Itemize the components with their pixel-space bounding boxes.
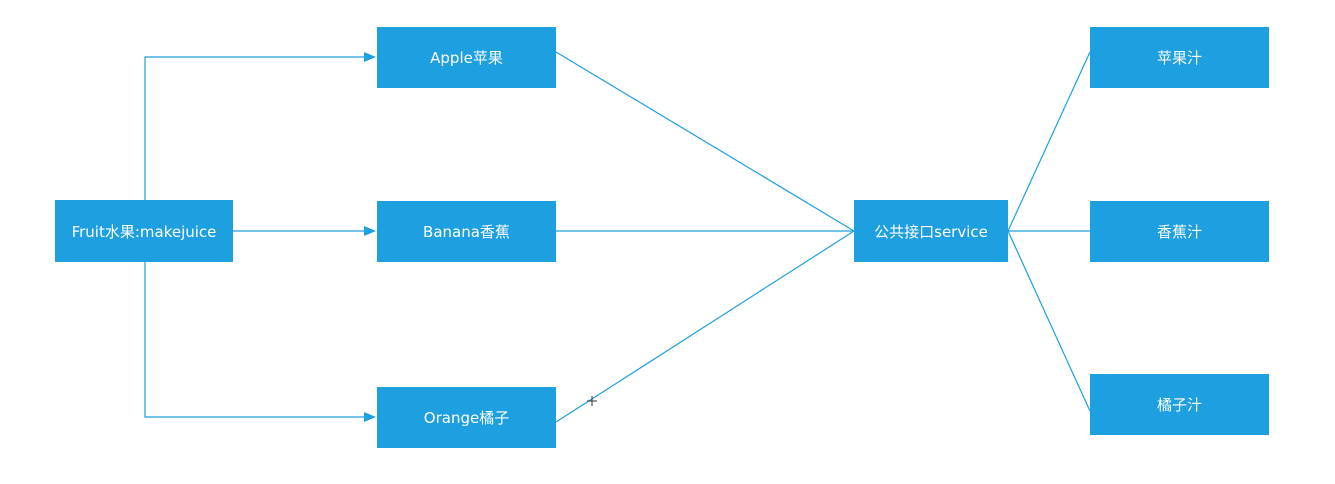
edge-fruit-to-orange: [144, 262, 376, 422]
node-orange-juice-label: 橘子汁: [1156, 396, 1202, 414]
node-orange[interactable]: Orange橘子: [377, 387, 556, 448]
node-orange-label: Orange橘子: [423, 409, 510, 427]
node-fruit-label: Fruit水果:makejuice: [71, 222, 217, 241]
node-fruit[interactable]: Fruit水果:makejuice: [55, 200, 233, 262]
edge-apple-to-service: [555, 51, 855, 232]
node-apple[interactable]: Apple苹果: [377, 27, 556, 88]
edge-service-to-orange-juice: [1007, 230, 1091, 412]
edge-service-to-apple-juice: [1007, 51, 1091, 232]
node-banana-juice[interactable]: 香蕉汁: [1090, 201, 1269, 262]
node-banana[interactable]: Banana香蕉: [377, 201, 556, 262]
node-service-label: 公共接口service: [874, 222, 988, 241]
edge-orange-to-service: [555, 230, 855, 423]
node-apple-juice-label: 苹果汁: [1156, 49, 1202, 67]
node-service[interactable]: 公共接口service: [854, 200, 1008, 262]
crosshair-cursor-icon: [587, 396, 597, 406]
edge-fruit-to-apple: [144, 52, 376, 200]
node-apple-label: Apple苹果: [430, 49, 503, 67]
node-orange-juice[interactable]: 橘子汁: [1090, 374, 1269, 435]
node-banana-juice-label: 香蕉汁: [1156, 223, 1202, 241]
node-banana-label: Banana香蕉: [423, 223, 510, 241]
node-apple-juice[interactable]: 苹果汁: [1090, 27, 1269, 88]
